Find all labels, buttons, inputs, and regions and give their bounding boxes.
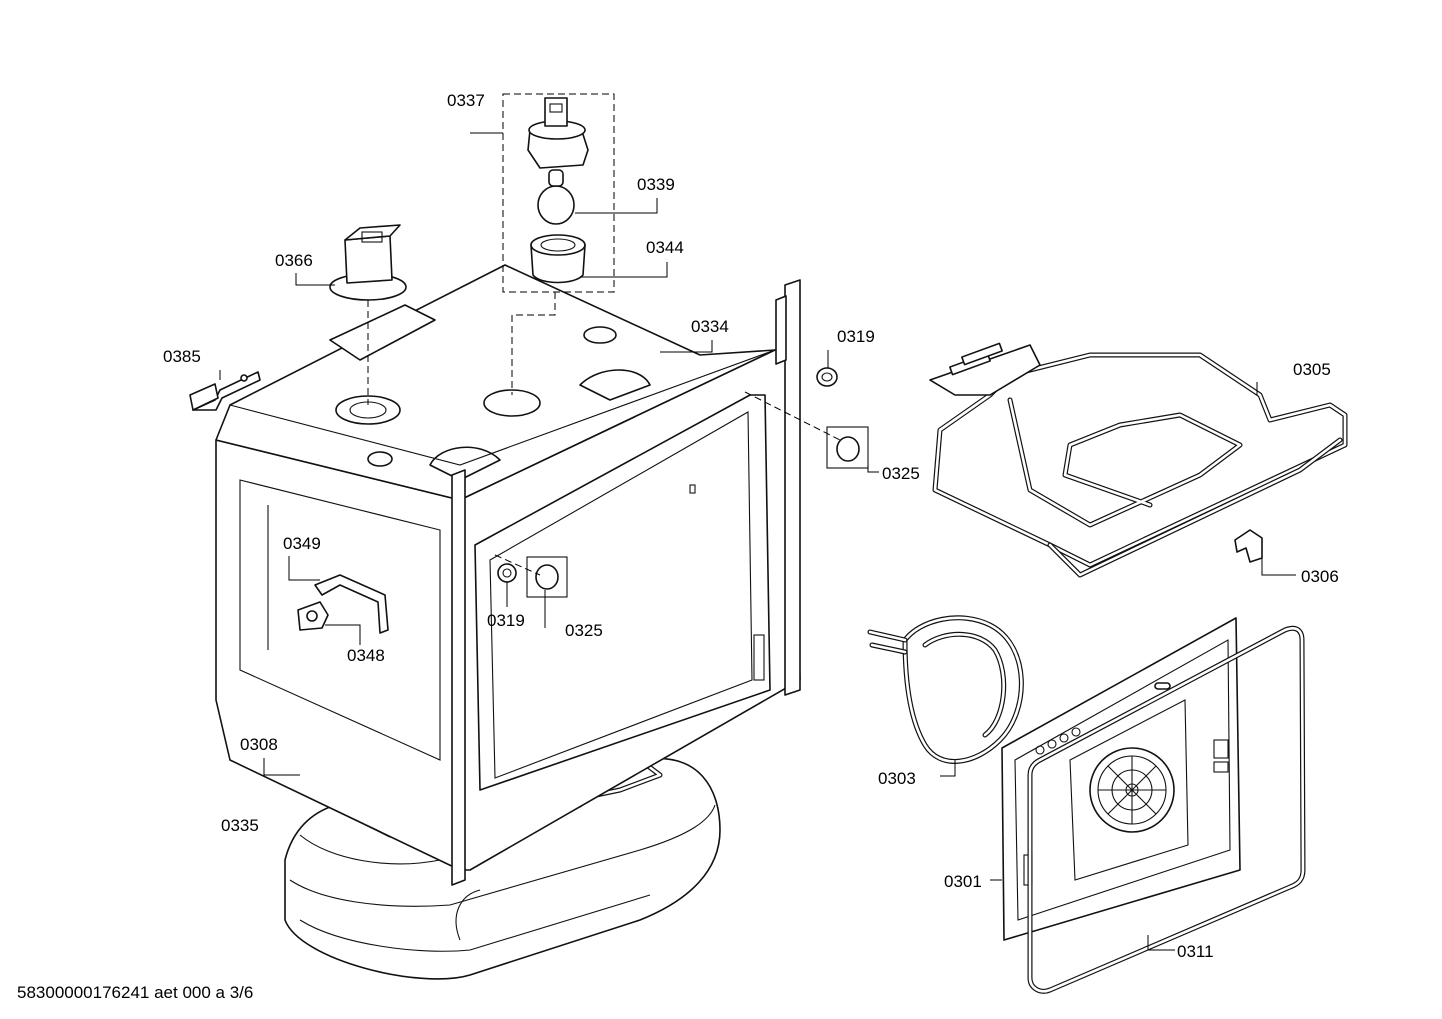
- gasket-0311: [1027, 625, 1306, 994]
- label-0303: 0303: [878, 769, 916, 788]
- bracket-0385: [189, 371, 261, 411]
- label-0335: 0335: [221, 816, 259, 835]
- label-0319-right: 0319: [837, 327, 875, 346]
- label-0319-inner: 0319: [487, 611, 525, 630]
- bracket-0349: [314, 574, 389, 634]
- label-0344: 0344: [646, 238, 684, 257]
- label-0334: 0334: [691, 317, 729, 336]
- label-0325-right: 0325: [882, 464, 920, 483]
- label-0325-inner: 0325: [565, 621, 603, 640]
- label-0311: 0311: [1177, 942, 1214, 961]
- label-0348: 0348: [347, 646, 385, 665]
- grill-heater-0305: [929, 342, 1348, 578]
- light-cap-0366: [329, 224, 407, 301]
- label-0349: 0349: [283, 534, 321, 553]
- oven-cavity-0334: [215, 264, 801, 886]
- label-0366: 0366: [275, 251, 313, 270]
- leader-lines: [219, 132, 1296, 951]
- switch-0348: [297, 601, 329, 631]
- cap-0325-inner: [526, 556, 568, 598]
- lamp-group-0337: [502, 93, 615, 293]
- label-0339: 0339: [637, 175, 675, 194]
- grommet-0319-inner: [497, 563, 517, 583]
- label-0301: 0301: [944, 872, 982, 891]
- clip-0306: [1234, 529, 1263, 563]
- label-0385: 0385: [163, 347, 201, 366]
- ring-heater-0303: [867, 615, 1024, 764]
- label-0305: 0305: [1293, 360, 1331, 379]
- part-labels: 0337 0339 0344 0366 0334 0319 0305 0385 …: [163, 91, 1339, 961]
- document-footer: 58300000176241 aet 000 a 3/6: [17, 983, 253, 1002]
- label-0337: 0337: [447, 91, 485, 110]
- rear-panel-0301: [1001, 617, 1241, 941]
- assembly-lines: [367, 292, 841, 576]
- label-0306: 0306: [1301, 567, 1339, 586]
- cap-0325-right: [826, 426, 869, 469]
- label-0308: 0308: [240, 735, 278, 754]
- grommet-0319-right: [816, 367, 838, 387]
